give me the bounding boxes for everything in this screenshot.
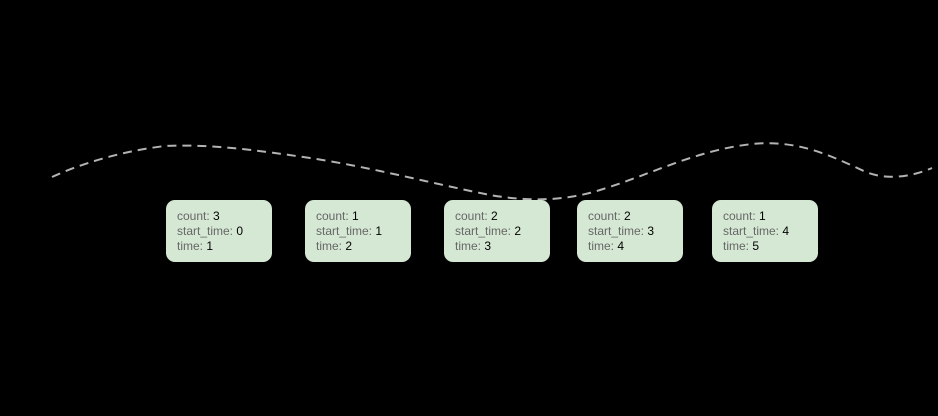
start-time-label: start_time: — [177, 224, 234, 238]
count-line: count: 2 — [455, 209, 550, 224]
time-line: time: 1 — [177, 239, 272, 254]
event-node-card: count: 1 start_time: 1 time: 2 — [305, 200, 411, 262]
count-line: count: 1 — [316, 209, 411, 224]
event-node-card: count: 2 start_time: 2 time: 3 — [444, 200, 550, 262]
start-time-label: start_time: — [588, 224, 645, 238]
time-line: time: 5 — [723, 239, 818, 254]
trend-curve-path — [51, 142, 933, 201]
start-time-value: 1 — [375, 224, 383, 238]
count-value: 2 — [624, 209, 631, 223]
time-value: 3 — [484, 239, 492, 253]
count-label: count: — [177, 209, 210, 223]
time-line: time: 3 — [455, 239, 550, 254]
time-value: 4 — [617, 239, 625, 253]
time-label: time: — [723, 239, 750, 253]
count-line: count: 1 — [723, 209, 818, 224]
start-time-line: start_time: 2 — [455, 224, 550, 239]
start-time-line: start_time: 0 — [177, 224, 272, 239]
time-value: 5 — [752, 239, 760, 253]
start-time-label: start_time: — [455, 224, 512, 238]
count-label: count: — [588, 209, 621, 223]
start-time-value: 0 — [236, 224, 244, 238]
count-line: count: 2 — [588, 209, 683, 224]
count-value: 3 — [213, 209, 220, 223]
time-label: time: — [455, 239, 482, 253]
count-line: count: 3 — [177, 209, 272, 224]
event-node-card: count: 2 start_time: 3 time: 4 — [577, 200, 683, 262]
start-time-label: start_time: — [316, 224, 373, 238]
count-label: count: — [455, 209, 488, 223]
start-time-line: start_time: 4 — [723, 224, 818, 239]
time-line: time: 4 — [588, 239, 683, 254]
count-value: 1 — [759, 209, 766, 223]
count-label: count: — [723, 209, 756, 223]
event-node-card: count: 1 start_time: 4 time: 5 — [712, 200, 818, 262]
start-time-line: start_time: 3 — [588, 224, 683, 239]
time-value: 1 — [206, 239, 214, 253]
start-time-line: start_time: 1 — [316, 224, 411, 239]
time-line: time: 2 — [316, 239, 411, 254]
start-time-value: 4 — [782, 224, 790, 238]
time-label: time: — [316, 239, 343, 253]
count-value: 2 — [491, 209, 498, 223]
time-label: time: — [177, 239, 204, 253]
start-time-label: start_time: — [723, 224, 780, 238]
count-value: 1 — [352, 209, 359, 223]
time-value: 2 — [345, 239, 353, 253]
start-time-value: 3 — [647, 224, 655, 238]
event-node-card: count: 3 start_time: 0 time: 1 — [166, 200, 272, 262]
time-label: time: — [588, 239, 615, 253]
start-time-value: 2 — [514, 224, 522, 238]
count-label: count: — [316, 209, 349, 223]
